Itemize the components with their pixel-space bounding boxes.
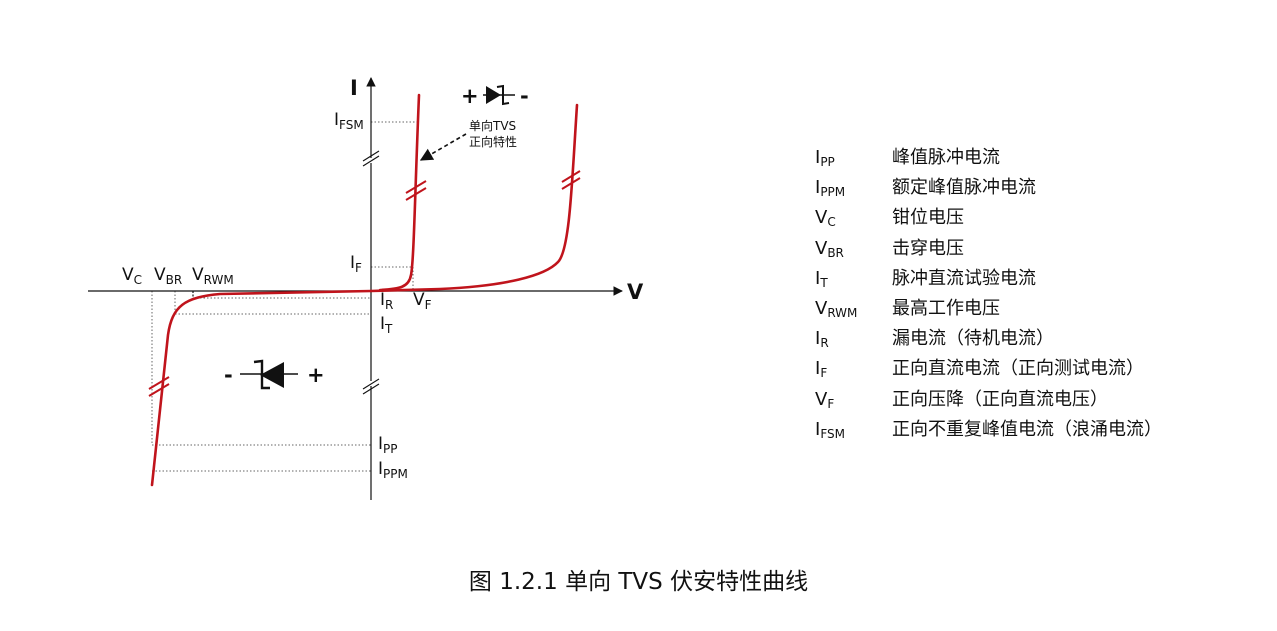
vbr-label: VBR — [154, 265, 182, 287]
ifsm-label: IFSM — [334, 110, 364, 132]
legend-symbol-main: I — [815, 177, 821, 199]
legend-description: 击穿电压 — [892, 237, 964, 259]
curve-break-left-b — [148, 383, 170, 397]
axis-break-bottom-a — [362, 378, 380, 390]
legend-symbol-sub: C — [827, 215, 836, 230]
legend-description: 峰值脉冲电流 — [892, 147, 1000, 168]
legend-description: 正向直流电流（正向测试电流） — [892, 358, 1144, 380]
legend-symbol-sub: FSM — [820, 426, 845, 441]
curve-break-left-a — [148, 376, 170, 390]
legend-symbol-main: V — [815, 207, 828, 229]
legend-symbol-sub: PP — [820, 155, 835, 169]
curve-break-mid-a — [405, 180, 427, 194]
diode-bottom-cathode-bar — [253, 359, 270, 390]
legend-symbol-main: I — [815, 418, 821, 440]
ir-label: IR — [380, 290, 393, 312]
i-axis-label: I — [350, 76, 358, 100]
diode-top-minus: - — [520, 84, 529, 108]
forward-curve-mid — [378, 93, 421, 292]
legend-symbol: IFSM — [815, 415, 845, 449]
legend-symbol-main: I — [815, 328, 821, 350]
legend-symbol-main: I — [815, 358, 821, 380]
axis-break-bottom-b — [362, 383, 380, 395]
figure-caption: 图 1.2.1 单向 TVS 伏安特性曲线 — [468, 569, 809, 595]
legend-symbol: VF — [815, 385, 834, 419]
legend-symbol-sub: PPM — [820, 185, 846, 200]
it-label: IT — [380, 314, 393, 336]
legend-description: 钳位电压 — [892, 207, 964, 229]
curve-break-right-a — [561, 170, 581, 183]
legend-symbol-main: I — [815, 267, 821, 289]
legend-symbol-main: V — [815, 297, 828, 319]
legend-symbol: IT — [815, 264, 828, 298]
axes — [88, 77, 623, 500]
legend-symbol: IPPM — [815, 173, 845, 207]
legend-symbol-sub: BR — [827, 245, 844, 260]
axis-break-marks — [362, 150, 380, 395]
legend-symbol: VRWM — [815, 294, 857, 328]
guide-lines — [151, 121, 417, 472]
legend-description: 最高工作电压 — [892, 297, 1000, 319]
forward-curve-right — [369, 103, 579, 293]
diode-bottom-minus: - — [224, 363, 233, 387]
legend-symbol-sub: T — [820, 275, 828, 290]
legend-description: 额定峰值脉冲电流 — [892, 177, 1036, 199]
annotation-arrow — [419, 133, 467, 161]
annotation-line1: 单向TVS — [469, 118, 516, 133]
legend-symbol: IF — [815, 354, 827, 388]
ippm-label: IPPM — [378, 459, 408, 481]
diode-bottom-plus: + — [307, 363, 325, 387]
legend-symbol-sub: RWM — [827, 305, 858, 320]
legend-symbol: VC — [815, 203, 836, 237]
reverse-curve — [150, 289, 373, 487]
curve-break-right-b — [561, 177, 581, 190]
axis-break-top-a — [362, 150, 380, 162]
legend-description: 脉冲直流试验电流 — [892, 267, 1036, 289]
legend-symbol: VBR — [815, 234, 844, 268]
legend-symbol-main: V — [815, 237, 828, 259]
annotation-line2: 正向特性 — [469, 134, 517, 149]
legend-description: 漏电流（待机电流） — [892, 328, 1054, 350]
curve-break-marks — [148, 170, 581, 397]
legend-symbol-sub: R — [820, 336, 829, 351]
diode-top-cathode-bar — [496, 84, 510, 106]
legend-symbol-sub: F — [827, 396, 835, 411]
diode-top-plus: + — [461, 84, 479, 108]
legend-description: 正向不重复峰值电流（浪涌电流） — [892, 418, 1162, 440]
vf-label: VF — [413, 290, 432, 312]
diode-symbol-top: + - — [461, 84, 529, 108]
diode-symbol-bottom: - + — [224, 359, 325, 390]
vrwm-label: VRWM — [192, 265, 234, 287]
legend-description: 正向压降（正向直流电压） — [892, 388, 1108, 410]
vc-label: VC — [122, 265, 142, 287]
v-axis-label: V — [627, 280, 644, 304]
legend-symbol: IPP — [815, 143, 835, 177]
axis-break-top-b — [362, 155, 380, 167]
ipp-label: IPP — [378, 434, 398, 456]
legend-symbol-sub: F — [820, 366, 828, 381]
curves — [150, 93, 579, 487]
legend-symbol-main: I — [815, 147, 821, 168]
legend-symbol-main: V — [815, 388, 828, 410]
if-label: IF — [350, 253, 362, 275]
diode-top-triangle — [486, 86, 501, 104]
legend-symbol: IR — [815, 324, 829, 358]
curve-break-mid-b — [405, 187, 427, 201]
diode-bottom-triangle — [260, 362, 284, 388]
